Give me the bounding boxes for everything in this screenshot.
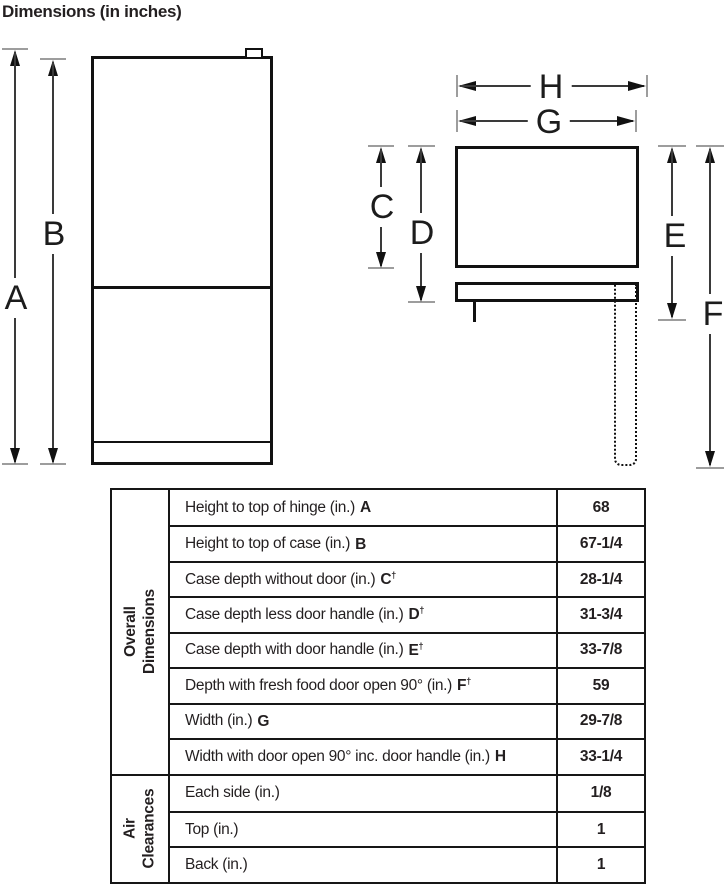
row-value: 29-7/8	[556, 704, 644, 739]
table-row: Height to top of case (in.) B 67-1/4	[170, 525, 644, 561]
arrowhead-down-icon	[10, 448, 20, 464]
dim-e-top-cap	[658, 145, 686, 147]
section-header-overall-dimensions: Overall Dimensions	[121, 589, 158, 675]
dim-h-right-cap	[646, 75, 648, 97]
dim-label-g: G	[527, 104, 571, 140]
row-value: 33-1/4	[556, 740, 644, 774]
row-label: Depth with fresh food door open 90° (in.…	[185, 676, 471, 695]
dim-arrow-a	[9, 50, 21, 464]
dim-c-bottom-cap	[368, 267, 394, 269]
dim-a-top-cap	[2, 48, 28, 50]
dim-f-top-cap	[696, 145, 724, 147]
page-title: Dimensions (in inches)	[2, 2, 182, 21]
door-hinge-mark	[473, 301, 476, 322]
row-value: 59	[556, 669, 644, 703]
section-air-clearances: Air Clearances Each side (in.) 1/8 Top (…	[112, 773, 644, 882]
row-value: 67-1/4	[556, 527, 644, 561]
arrowhead-down-icon	[376, 252, 386, 268]
door-swing-dotted-outline	[614, 284, 637, 466]
table-row: Width with door open 90° inc. door handl…	[170, 738, 644, 774]
arrowhead-down-icon	[667, 303, 677, 319]
row-label: Back (in.)	[185, 856, 248, 874]
dim-e-bottom-cap	[658, 319, 686, 321]
arrow-shaft	[52, 62, 54, 462]
row-value: 28-1/4	[556, 562, 644, 597]
dim-label-e: E	[661, 216, 689, 256]
dimensions-table: Overall Dimensions Height to top of hing…	[110, 488, 646, 884]
section-header-cell: Overall Dimensions	[112, 490, 170, 774]
row-letter: H	[494, 748, 506, 766]
row-letter: G	[257, 712, 270, 730]
section-header-air-clearances: Air Clearances	[121, 788, 158, 869]
fridge-case-outline	[91, 56, 273, 465]
row-label: Case depth without door (in.) C†	[185, 570, 396, 589]
row-letter: D†	[408, 605, 425, 624]
arrow-shaft	[14, 52, 16, 462]
top-hinge-tab	[245, 48, 263, 59]
table-row: Width (in.) G 29-7/8	[170, 702, 644, 739]
row-letter: B	[355, 535, 366, 553]
table-row: Each side (in.) 1/8	[170, 775, 644, 811]
row-label: Height to top of hinge (in.) A	[185, 498, 371, 517]
row-value: 33-7/8	[556, 633, 644, 668]
table-row: Depth with fresh food door open 90° (in.…	[170, 667, 644, 703]
row-label: Width (in.) G	[185, 712, 270, 730]
row-value: 1	[556, 812, 644, 847]
row-value: 68	[556, 490, 644, 526]
arrowhead-down-icon	[416, 286, 426, 302]
section-overall-dimensions: Overall Dimensions Height to top of hing…	[112, 490, 644, 774]
dim-a-bottom-cap	[2, 463, 28, 465]
dim-f-bottom-cap	[696, 467, 724, 469]
dim-label-b: B	[40, 214, 68, 254]
row-label: Top (in.)	[185, 820, 239, 838]
dim-label-d: D	[407, 213, 437, 253]
dim-label-h: H	[530, 69, 572, 105]
dim-label-f: F	[700, 294, 724, 334]
row-letter: A	[359, 499, 371, 517]
arrowhead-right-icon	[628, 80, 646, 91]
door-divider-line	[93, 286, 271, 289]
dim-g-left-cap	[456, 110, 458, 132]
arrowhead-down-icon	[48, 448, 58, 464]
table-row: Top (in.) 1	[170, 810, 644, 847]
table-row: Case depth less door handle (in.) D† 31-…	[170, 596, 644, 632]
arrowhead-down-icon	[705, 451, 715, 467]
row-label: Case depth less door handle (in.) D†	[185, 605, 425, 624]
dim-g-right-cap	[635, 110, 637, 132]
table-row: Back (in.) 1	[170, 846, 644, 882]
dim-b-bottom-cap	[40, 463, 66, 465]
table-row: Case depth with door handle (in.) E† 33-…	[170, 631, 644, 668]
side-case-outline	[455, 146, 639, 268]
dim-h-left-cap	[456, 75, 458, 97]
section-header-cell: Air Clearances	[112, 775, 170, 882]
dim-b-top-cap	[40, 58, 66, 60]
table-row: Case depth without door (in.) C† 28-1/4	[170, 560, 644, 597]
dim-d-bottom-cap	[408, 301, 435, 303]
dim-c-top-cap	[368, 145, 394, 147]
row-label: Height to top of case (in.) B	[185, 535, 366, 553]
row-value: 31-3/4	[556, 598, 644, 632]
row-label: Each side (in.)	[185, 784, 280, 802]
row-label: Width with door open 90° inc. door handl…	[185, 747, 506, 766]
dim-d-top-cap	[408, 145, 435, 147]
row-letter: E†	[408, 640, 424, 660]
table-row: Height to top of hinge (in.) A 68	[170, 490, 644, 526]
dim-label-a: A	[2, 278, 30, 318]
row-letter: C†	[380, 570, 396, 589]
arrowhead-right-icon	[617, 115, 635, 126]
kickplate-line	[93, 441, 271, 443]
dim-arrow-b	[47, 60, 59, 464]
dim-label-c: C	[367, 187, 397, 227]
row-value: 1	[556, 848, 644, 882]
row-letter: F†	[457, 676, 471, 695]
row-value: 1/8	[556, 775, 644, 811]
row-label: Case depth with door handle (in.) E†	[185, 640, 424, 660]
door-bar-outline	[455, 282, 639, 302]
